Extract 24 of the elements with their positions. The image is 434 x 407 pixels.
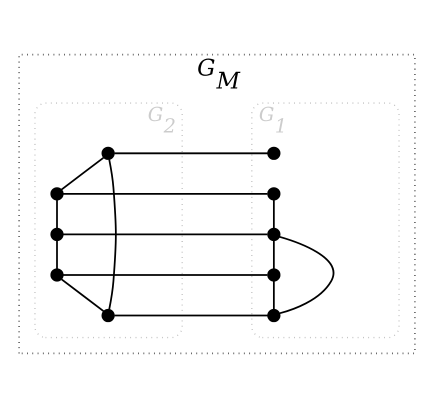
connector — [63, 274, 268, 276]
connector — [63, 233, 268, 235]
node-circle — [102, 308, 115, 322]
connector — [114, 152, 268, 154]
connector — [108, 158, 117, 309]
node-circle — [267, 308, 280, 322]
node-circle — [50, 186, 64, 200]
connector — [272, 200, 275, 228]
node-circle — [267, 268, 280, 282]
node-circle — [102, 146, 115, 160]
connector — [279, 235, 334, 314]
connector — [63, 192, 268, 194]
node-circle — [267, 227, 280, 241]
node-circle — [50, 268, 64, 282]
connector — [61, 156, 104, 190]
connector — [272, 280, 275, 309]
node-circle — [267, 186, 280, 200]
connector — [56, 240, 58, 268]
connector — [56, 200, 58, 228]
connector — [114, 314, 268, 316]
connector — [272, 240, 275, 268]
node-circle — [267, 146, 280, 160]
node-circle — [50, 227, 64, 241]
connector — [61, 278, 104, 312]
